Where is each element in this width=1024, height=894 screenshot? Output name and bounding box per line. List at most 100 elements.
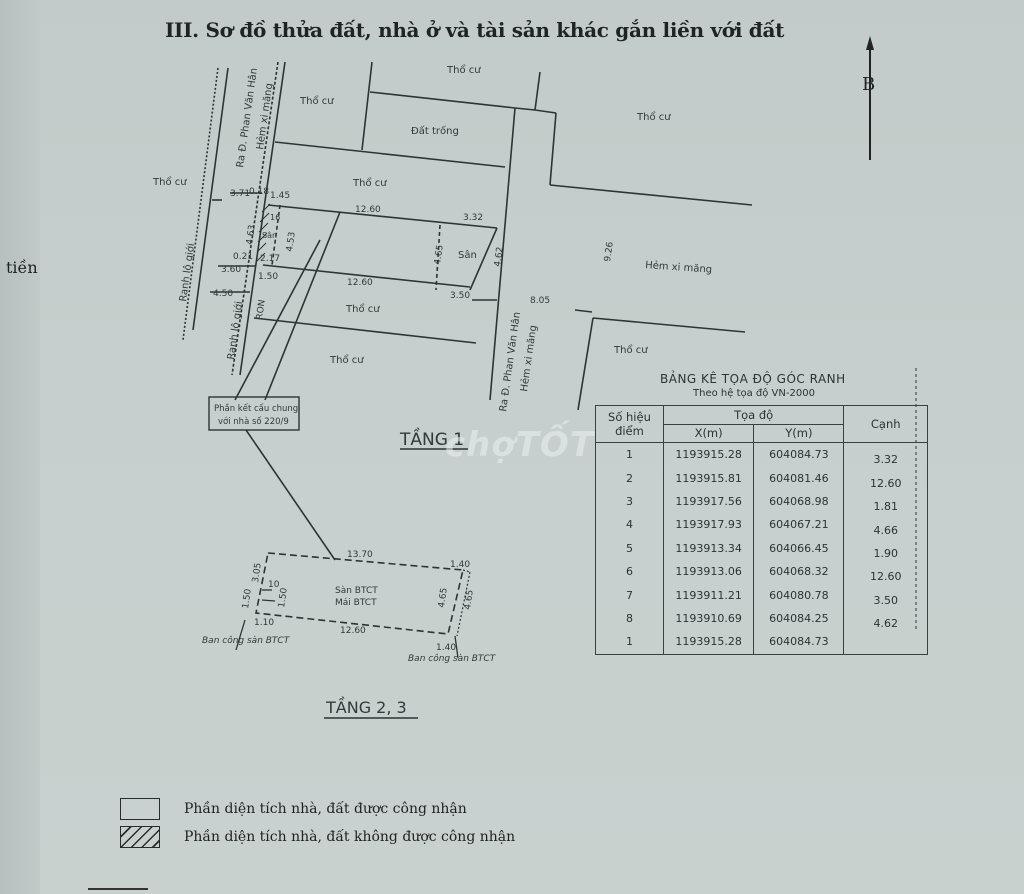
cell-edge [843, 630, 928, 655]
cell-y: 604066.45 [753, 536, 845, 560]
dim: 4.62 [493, 246, 506, 267]
dim: 4.65 [437, 587, 450, 608]
cell-point: 4 [595, 513, 664, 537]
cell-point: 5 [595, 536, 664, 560]
label-tho-cu: Thổ cư [636, 110, 671, 123]
label-ranh-lo-gioi: Ranh lộ giới [177, 243, 197, 303]
cell-y: 604068.98 [753, 489, 845, 514]
cell-point: 2 [595, 466, 664, 490]
label-tho-cu: Thổ cư [299, 94, 334, 107]
dim: 4.65 [463, 589, 476, 610]
cell-edge: 4.62 [843, 606, 928, 631]
label-dat-trong: Đất trống [411, 125, 459, 137]
note-line-2: với nhà số 220/9 [218, 416, 289, 427]
cell-x: 1193910.69 [662, 606, 755, 631]
dim: 1.10 [254, 618, 274, 628]
label-street-left: Ra Đ. Phan Văn Hân [234, 67, 260, 168]
cell-edge: 12.60 [843, 559, 928, 584]
label-tho-cu: Thổ cư [446, 63, 481, 76]
shared-structure-note: Phần kết cấu chung với nhà số 220/9 [208, 396, 300, 431]
label-ban-cong-left: Ban công sàn BTCT [202, 635, 291, 646]
dim: 3.71 [230, 189, 250, 199]
cell-y: 604068.32 [753, 559, 845, 584]
cell-edge: 1.90 [843, 536, 928, 560]
table-row: 1 1193915.28 604084.73 3.32 [595, 442, 928, 467]
coordinate-table-subtitle: Theo hệ tọa độ VN-2000 [693, 388, 815, 399]
label-tho-cu: Thổ cư [329, 353, 364, 366]
cell-edge: 3.32 [843, 442, 928, 467]
legend-item-not-recognized: Phần diện tích nhà, đất không được công … [120, 823, 515, 851]
header-coords: Tọa độ [662, 405, 845, 425]
label-tho-cu: Thổ cư [152, 175, 187, 188]
legend: Phần diện tích nhà, đất được công nhận P… [120, 795, 515, 851]
table-row: 7 1193911.21 604080.78 3.50 [595, 583, 928, 607]
label-street-right: Ra Đ. Phan Văn Hân [497, 311, 523, 412]
table-row: 5 1193913.34 604066.45 1.90 [595, 536, 928, 560]
cell-point: 3 [595, 489, 664, 514]
label-mai-btct: Mái BTCT [335, 598, 377, 608]
label-ranh-lo-gioi: Ranh lộ giới [225, 301, 245, 361]
dim: 2.17 [260, 254, 280, 264]
dim: 1.50 [258, 272, 278, 282]
cell-x: 1193913.06 [662, 559, 755, 584]
coordinate-table-title: BẢNG KÊ TỌA ĐỘ GÓC RANH [660, 372, 846, 386]
header-y: Y(m) [753, 423, 845, 443]
legend-item-recognized: Phần diện tích nhà, đất được công nhận [120, 795, 515, 823]
coordinate-table: Số hiệu điểm Tọa độ Cạnh X(m) Y(m) 1 119… [595, 405, 928, 655]
header-edge: Cạnh [843, 405, 928, 443]
label-san-btct: Sàn BTCT [335, 586, 378, 596]
north-label: B [862, 74, 876, 95]
dim: 0.21 [233, 252, 253, 262]
cell-edge: 3.50 [843, 583, 928, 607]
legend-swatch-plain-icon [120, 798, 160, 820]
cell-edge: 1.81 [843, 489, 928, 514]
legend-label: Phần diện tích nhà, đất được công nhận [184, 801, 467, 817]
dim: 12.60 [340, 626, 366, 636]
label-tho-cu: Thổ cư [352, 176, 387, 189]
table-row: 4 1193917.93 604067.21 4.66 [595, 513, 928, 537]
cell-y: 604080.78 [753, 583, 845, 607]
dim: 4.63 [245, 224, 258, 245]
dim: 3.32 [463, 213, 483, 223]
table-row: 3 1193917.56 604068.98 1.81 [595, 489, 928, 514]
label-hem-xi-mang: Hẻm xi măng [645, 259, 713, 276]
dim: 16 [270, 213, 280, 222]
dim: 3.05 [251, 562, 264, 583]
legend-label: Phần diện tích nhà, đất không được công … [184, 829, 516, 845]
cell-x: 1193917.56 [662, 489, 755, 514]
label-ban-cong-right: Ban công sàn BTCT [408, 653, 497, 664]
dim: 3.50 [450, 291, 470, 301]
cell-y: 604067.21 [753, 513, 845, 537]
north-arrow-icon [866, 36, 874, 160]
cell-point: 6 [595, 559, 664, 584]
table-row: 2 1193915.81 604081.46 12.60 [595, 466, 928, 490]
dim: 12.60 [347, 278, 373, 288]
label-tho-cu: Thổ cư [613, 343, 648, 356]
dim: 4.65 [433, 244, 446, 265]
label-ron: RON [255, 299, 268, 320]
cell-edge: 12.60 [843, 466, 928, 490]
cell-point: 1 [595, 442, 664, 467]
dim: 1.50 [277, 587, 290, 609]
cell-point: 1 [595, 630, 664, 655]
dim: 1.40 [436, 643, 456, 653]
cell-x: 1193913.34 [662, 536, 755, 560]
cell-edge: 4.66 [843, 513, 928, 537]
header-x: X(m) [662, 423, 755, 443]
side-text-fragment: tiền [6, 258, 38, 277]
header-point: Số hiệu điểm [595, 405, 664, 443]
label-tho-cu: Thổ cư [345, 302, 380, 315]
label-street-left-alley: Hẻm xi măng [254, 82, 275, 150]
label-street-right-alley: Hẻm xi măng [518, 324, 539, 392]
legend-swatch-hatched-icon [120, 826, 160, 848]
section-title: III. Sơ đồ thửa đất, nhà ở và tài sản kh… [165, 18, 785, 42]
cell-x: 1193915.81 [662, 466, 755, 490]
cell-x: 1193917.93 [662, 513, 755, 537]
dim: 9.26 [603, 241, 616, 263]
note-line-1: Phần kết cấu chung [214, 403, 298, 414]
dim: 4.50 [213, 289, 233, 299]
cell-x: 1193915.28 [662, 630, 755, 655]
dim: 3.60 [221, 265, 241, 275]
